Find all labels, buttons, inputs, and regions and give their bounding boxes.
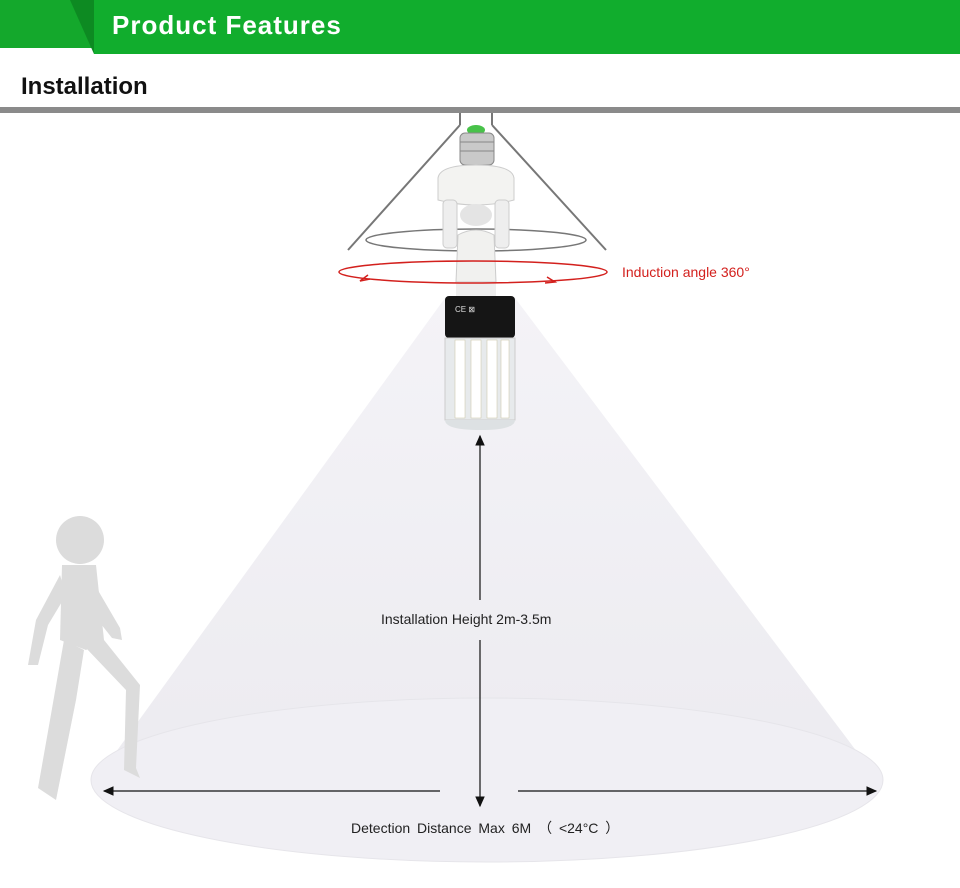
- installation-diagram: CE ⊠: [28, 113, 884, 863]
- header-bar: [94, 0, 960, 54]
- rotation-arrow-icon: [338, 260, 608, 284]
- detection-distance-label: Detection Distance Max 6M （ <24°C ）: [351, 820, 620, 836]
- divider: [0, 107, 960, 113]
- light-cone: [92, 298, 882, 785]
- installation-height-label: Installation Height 2m-3.5m: [381, 611, 552, 627]
- bulb-icon: CE ⊠: [437, 125, 516, 430]
- detection-area: [90, 697, 884, 863]
- induction-angle-label: Induction angle 360°: [622, 264, 750, 280]
- person-icon: [28, 516, 140, 800]
- lamp-shade: [347, 113, 607, 252]
- page-title: Product Features: [112, 10, 342, 40]
- section-title: Installation: [21, 73, 148, 100]
- header-shade: [70, 0, 94, 54]
- svg-text:CE ⊠: CE ⊠: [455, 305, 475, 314]
